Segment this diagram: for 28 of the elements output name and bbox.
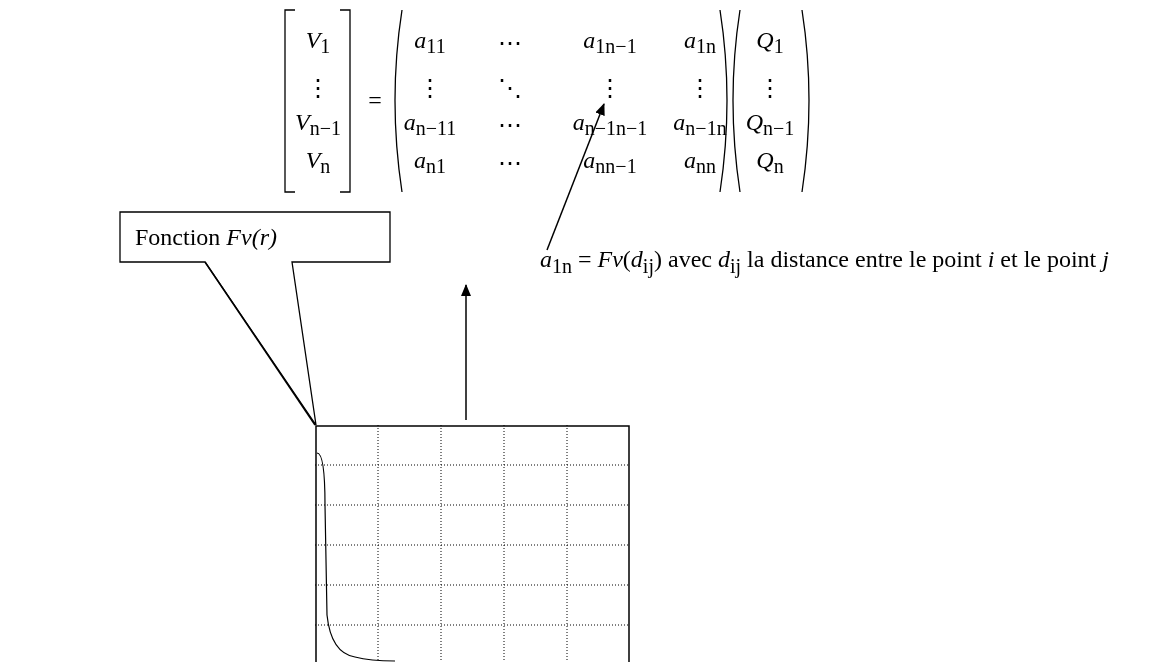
matrix-entry: a$_{nn}$ bbox=[684, 145, 716, 180]
matrix-entry: ⋮ bbox=[598, 74, 622, 102]
matrix-entry: a$_{n−11}$ bbox=[403, 107, 457, 142]
matrix-entry: a$_{11}$ bbox=[414, 25, 446, 60]
matrix-entry: a$_{nn−1}$ bbox=[583, 145, 637, 180]
math-symbol: ⋯ bbox=[498, 111, 522, 139]
arrow bbox=[546, 103, 605, 251]
math-symbol: ⋯ bbox=[498, 149, 522, 177]
matrix-entry: Q$_{n}$ bbox=[756, 145, 784, 180]
matrix-entry: V$_{n−1}$ bbox=[295, 107, 341, 142]
arrow bbox=[461, 284, 471, 421]
formula-text: a$_{1n}$ = Fv(d$_{ij}$) avec d$_{ij}$ la distance entre le point i et le point j bbox=[540, 246, 1109, 278]
graph-plot-drawing bbox=[315, 425, 630, 662]
matrix-entry: V$_{n}$ bbox=[305, 145, 331, 180]
matrix-entry: a$_{1n}$ bbox=[684, 25, 716, 60]
math-symbol: ⋮ bbox=[306, 74, 330, 102]
math-symbol: = bbox=[368, 86, 382, 114]
matrix-entry: Q$_{n−1}$ bbox=[745, 107, 795, 142]
callout-text: Fonction Fv(r) bbox=[120, 212, 390, 262]
math-symbol: ⋯ bbox=[498, 29, 522, 57]
math-symbol: ⋮ bbox=[688, 74, 712, 102]
math-symbol: ⋮ bbox=[418, 74, 442, 102]
matrix-entry: a$_{1n−1}$ bbox=[583, 25, 637, 60]
math-symbol: ⋱ bbox=[498, 74, 522, 102]
matrix-entry: Q$_{1}$ bbox=[756, 25, 784, 60]
math-symbol: ⋮ bbox=[758, 74, 782, 102]
matrix-entry: a$_{n1}$ bbox=[414, 145, 446, 180]
matrix-entry: V$_{1}$ bbox=[305, 25, 331, 60]
